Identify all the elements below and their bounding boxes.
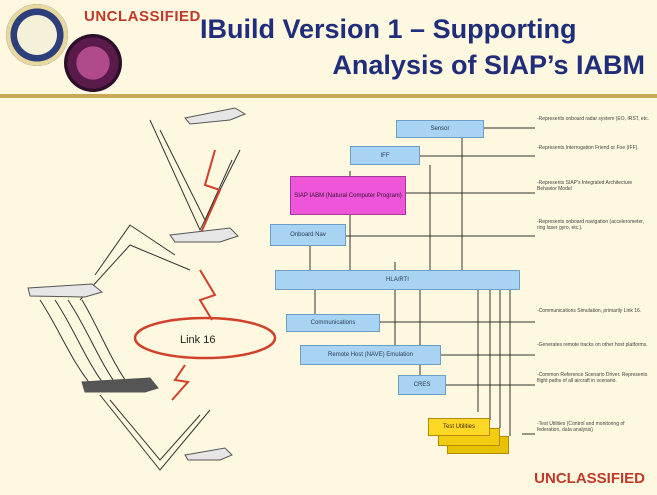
note-iff: -Represents Interrogation Friend or Foe … bbox=[537, 145, 639, 151]
test-utilities-box: Test Utilities bbox=[428, 418, 490, 436]
note-cres: -Common Reference Scenario Driver. Repre… bbox=[537, 372, 648, 384]
note-remote-host: -Generates remote tracks on other host p… bbox=[537, 342, 648, 348]
remote-host-box: Remote Host (NAVE) Emulation bbox=[300, 345, 441, 365]
note-test-utilities: -Test Utilities (Control and monitoring … bbox=[537, 421, 625, 433]
communications-box: Communications bbox=[286, 314, 380, 332]
classification-bottom: UNCLASSIFIED bbox=[534, 470, 645, 487]
note-sensor: -Represents onboard radar system (EO, IR… bbox=[537, 116, 649, 122]
page-title-line1: IBuild Version 1 – Supporting bbox=[200, 14, 577, 44]
page-title-line2: Analysis of SIAP’s IABM bbox=[332, 50, 645, 80]
note-onboard-nav: -Represents onboard navigation (accelero… bbox=[537, 219, 645, 231]
classification-top: UNCLASSIFIED bbox=[84, 8, 201, 25]
note-communications: -Communications Simulation, primarily Li… bbox=[537, 308, 642, 314]
hla-rti-box: HLA/RTI bbox=[275, 270, 520, 290]
siap-seal-logo bbox=[64, 34, 122, 92]
link16-ellipse bbox=[133, 316, 277, 360]
title-divider bbox=[0, 94, 657, 98]
sensor-box: Sensor bbox=[396, 120, 484, 138]
onboard-nav-box: Onboard Nav bbox=[270, 224, 346, 246]
cres-box: CRES bbox=[398, 375, 446, 395]
note-siap-iabm: -Represents SIAP's Integrated Architectu… bbox=[537, 180, 633, 192]
connectors bbox=[309, 127, 535, 436]
link16-label: Link 16 bbox=[180, 334, 216, 346]
link-signals bbox=[171, 149, 222, 401]
siap-iabm-box: SIAP IABM (Natural Computer Program) bbox=[290, 176, 406, 215]
dod-seal-logo bbox=[6, 4, 68, 66]
iff-box: IFF bbox=[350, 146, 420, 165]
aircraft-icons bbox=[27, 107, 247, 461]
